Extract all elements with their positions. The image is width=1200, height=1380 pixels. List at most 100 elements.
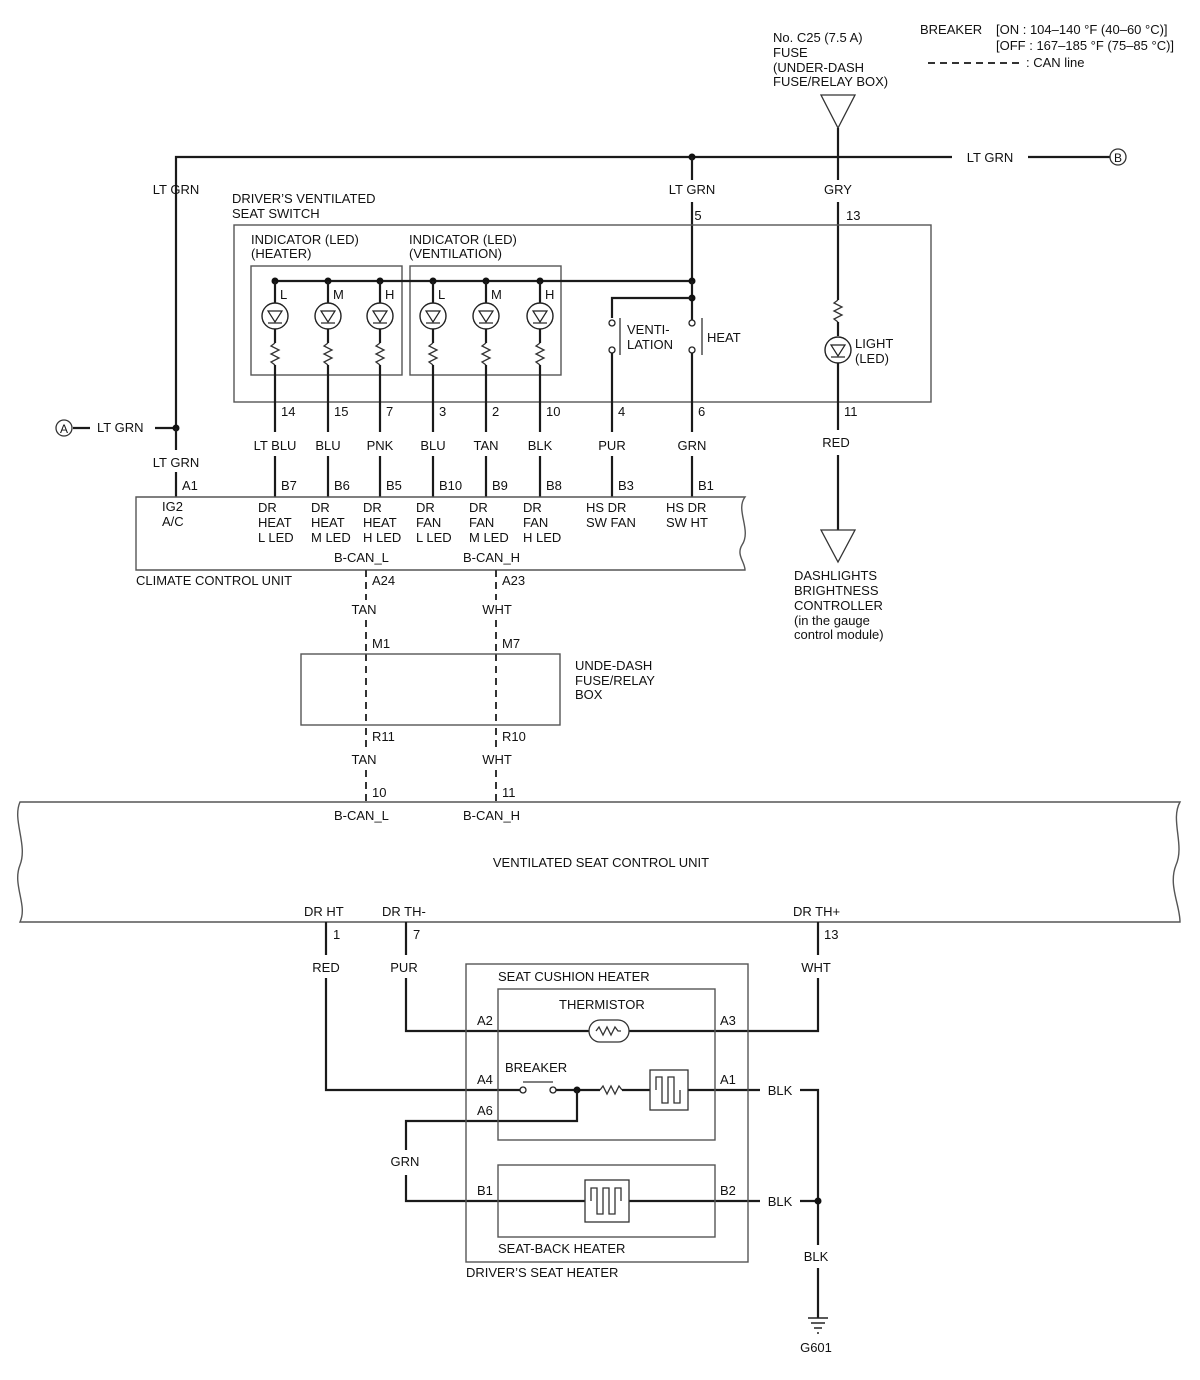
climate-pin-a23: A23 <box>502 573 525 588</box>
wire-label-pnk: PNK <box>367 438 394 453</box>
under-dash-fuse-box: M1 M7 R11 R10 UNDE-DASH FUSE/RELAY BOX <box>300 636 655 744</box>
switch-pin-label: 7 <box>386 404 393 419</box>
light-led-label-2: (LED) <box>855 351 889 366</box>
climate-pin-b7: B7 <box>281 478 297 493</box>
climate-bcan-h: B-CAN_H <box>463 550 520 565</box>
led-heater-h-label: H <box>385 287 394 302</box>
cushion-heater-box <box>497 988 716 1141</box>
heater-pin-b2: B2 <box>720 1183 736 1198</box>
wire-label-blk-ground: BLK <box>804 1249 829 1264</box>
switch-pin-label: 14 <box>281 404 295 419</box>
legend-breaker-on: [ON : 104–140 °F (40–60 °C)] <box>996 22 1168 37</box>
fuse-label-4: FUSE/RELAY BOX) <box>773 74 888 89</box>
climate-pin-b9: B9 <box>492 478 508 493</box>
climate-ig2-label-1: IG2 <box>162 499 183 514</box>
vent-unit-pin-7: 7 <box>413 927 420 942</box>
led-vent-m-label: M <box>491 287 502 302</box>
climate-terminal-label: SW HT <box>666 515 708 530</box>
wire-label-blk: BLK <box>528 438 553 453</box>
fuse-box-rect <box>300 653 561 726</box>
wire-label-grn: GRN <box>678 438 707 453</box>
thermistor-icon <box>588 1019 630 1043</box>
climate-pin-a24: A24 <box>372 573 395 588</box>
switch-pin-label: 6 <box>698 404 705 419</box>
climate-terminal-label: HEAT <box>311 515 345 530</box>
wire-label-lt-grn-b: LT GRN <box>967 150 1013 165</box>
climate-terminal-label: DR <box>523 500 542 515</box>
legend: BREAKER [ON : 104–140 °F (40–60 °C)] [OF… <box>920 22 1174 70</box>
dashlights-label-2: BRIGHTNESS <box>794 583 879 598</box>
dashlights-label-4: (in the gauge <box>794 613 870 628</box>
climate-terminal-label: DR <box>363 500 382 515</box>
light-led-icon <box>824 299 852 402</box>
climate-terminal-label: FAN <box>523 515 548 530</box>
wire-label-red-dashlights: RED <box>822 435 849 450</box>
climate-pin-b1: B1 <box>698 478 714 493</box>
connector-a-label: A <box>60 422 68 436</box>
fuse-label-3: (UNDER-DASH <box>773 60 864 75</box>
drivers-seat-heater: DRIVER’S SEAT HEATER SEAT CUSHION HEATER… <box>465 963 749 1280</box>
ventilated-seat-control-unit: 10 11 B-CAN_L B-CAN_H VENTILATED SEAT CO… <box>16 785 1182 942</box>
heater-pin-a1: A1 <box>720 1072 736 1087</box>
seat-switch-title-1: DRIVER’S VENTILATED <box>232 191 376 206</box>
led-heater-l-icon <box>261 277 289 402</box>
gry-feed: GRY <box>690 128 852 300</box>
wire-label-blk-b2: BLK <box>768 1194 793 1209</box>
heat-switch-icon <box>688 318 703 402</box>
connector-a-icon <box>55 419 73 437</box>
fuse-label-2: FUSE <box>773 45 808 60</box>
thermistor-label: THERMISTOR <box>559 997 645 1012</box>
wire-label-red-heater: RED <box>312 960 339 975</box>
led-vent-m-icon <box>472 277 500 402</box>
climate-terminal-label: DR <box>469 500 488 515</box>
wire-label-lt-grn-left: LT GRN <box>153 182 199 197</box>
back-heater-label: SEAT-BACK HEATER <box>498 1241 625 1256</box>
ventilation-switch-label-2: LATION <box>627 337 673 352</box>
heater-pin-b1: B1 <box>477 1183 493 1198</box>
legend-breaker-label: BREAKER <box>920 22 982 37</box>
wire-label-wht-lower: WHT <box>482 752 512 767</box>
switch-pin-label: 10 <box>546 404 560 419</box>
fuse-triangle-icon <box>819 94 857 130</box>
fuse-box-label-2: FUSE/RELAY <box>575 673 655 688</box>
breaker-icon <box>519 1081 557 1094</box>
dashlights-label-5: control module) <box>794 627 884 642</box>
vent-unit-pin-13: 13 <box>824 927 838 942</box>
fuse-box-label-3: BOX <box>575 687 603 702</box>
vent-unit-box <box>16 801 1182 923</box>
fuse-box-pin-r10: R10 <box>502 729 526 744</box>
seat-switch: DRIVER’S VENTILATED SEAT SWITCH 5 13 IND… <box>232 191 932 403</box>
switch-pin-label: 15 <box>334 404 348 419</box>
wire-label-gry: GRY <box>824 182 852 197</box>
led-vent-h-label: H <box>545 287 554 302</box>
climate-pin-a1: A1 <box>182 478 198 493</box>
led-heater-h-icon <box>366 277 394 402</box>
climate-pin-b3: B3 <box>618 478 634 493</box>
light-led-label-1: LIGHT <box>855 336 893 351</box>
climate-terminal-label: SW FAN <box>586 515 636 530</box>
fuse-box-pin-m1: M1 <box>372 636 390 651</box>
wire-label-pur-heater: PUR <box>390 960 417 975</box>
seat-switch-title-2: SEAT SWITCH <box>232 206 320 221</box>
vent-indicator-label-2: (VENTILATION) <box>409 246 502 261</box>
climate-terminal-label: H LED <box>523 530 561 545</box>
dashlights-label-3: CONTROLLER <box>794 598 883 613</box>
dashlights-controller: DASHLIGHTS BRIGHTNESS CONTROLLER (in the… <box>794 568 884 642</box>
switch-pin-label: 4 <box>618 404 625 419</box>
wire-label-tan-lower: TAN <box>351 752 376 767</box>
fuse-box-pin-r11: R11 <box>372 729 395 744</box>
climate-ig2-label-2: A/C <box>162 514 184 529</box>
dashlights-label-1: DASHLIGHTS <box>794 568 877 583</box>
can-lines: A24 A23 TAN WHT TAN WHT <box>351 570 525 802</box>
heater-indicator-label-2: (HEATER) <box>251 246 311 261</box>
vent-unit-dr-th-plus: DR TH+ <box>793 904 840 919</box>
vent-unit-pin-1: 1 <box>333 927 340 942</box>
